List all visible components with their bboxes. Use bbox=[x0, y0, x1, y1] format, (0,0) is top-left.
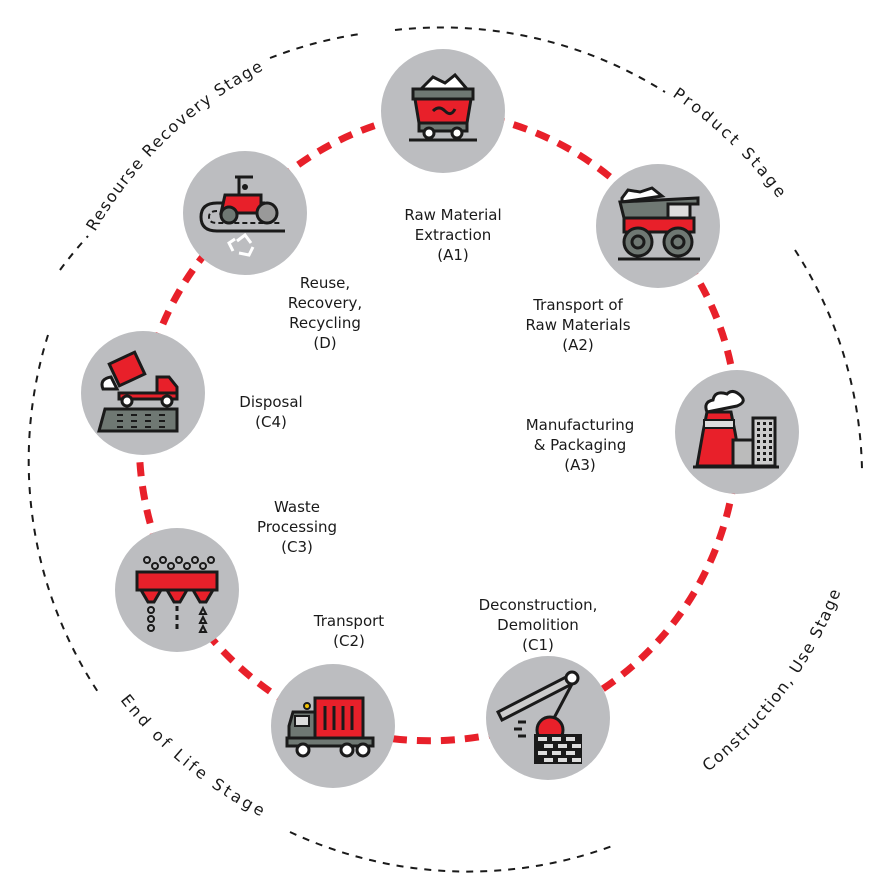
lifecycle-node-C1: Deconstruction, Demolition (C1) bbox=[479, 596, 610, 780]
node-label-line: (C4) bbox=[255, 413, 287, 431]
factory-icon bbox=[693, 389, 779, 469]
lifecycle-node-C4: Disposal (C4) bbox=[81, 331, 303, 455]
node-label-line: Recovery, bbox=[288, 294, 362, 312]
node-label-line: Recycling bbox=[289, 314, 361, 332]
node-label-line: (C3) bbox=[281, 538, 313, 556]
outer-ring-segment-top-right bbox=[394, 26, 666, 93]
stage-label-end-of-life: End of Life Stage bbox=[117, 691, 271, 822]
outer-stage-ring bbox=[27, 26, 863, 873]
node-label-line: (C1) bbox=[522, 636, 554, 654]
node-label-C1: Deconstruction, Demolition (C1) bbox=[479, 596, 598, 654]
node-label-line: Transport of bbox=[532, 296, 623, 314]
node-label-line: Processing bbox=[257, 518, 337, 536]
node-label-line: Deconstruction, bbox=[479, 596, 598, 614]
node-label-A3: Manufacturing & Packaging (A3) bbox=[526, 416, 635, 474]
node-label-line: Raw Material bbox=[404, 206, 501, 224]
node-label-C2: Transport (C2) bbox=[313, 612, 385, 650]
outer-ring-segment-top-left bbox=[59, 235, 89, 271]
node-label-line: Raw Materials bbox=[525, 316, 630, 334]
road-roller-recycle-icon bbox=[199, 175, 285, 257]
garbage-truck-icon bbox=[285, 696, 375, 758]
wrecking-ball-icon bbox=[495, 670, 582, 764]
node-label-line: Extraction bbox=[415, 226, 492, 244]
node-circle bbox=[675, 370, 799, 494]
outer-ring-segment-right bbox=[794, 249, 863, 471]
node-label-line: Disposal bbox=[239, 393, 302, 411]
node-label-line: Manufacturing bbox=[526, 416, 635, 434]
stage-label-construction-use: Construction, Use Stage bbox=[699, 585, 845, 775]
node-label-line: Demolition bbox=[497, 616, 579, 634]
node-label-D: Reuse, Recovery, Recycling (D) bbox=[288, 274, 362, 352]
landfill-truck-icon bbox=[97, 350, 179, 433]
lifecycle-node-D: Reuse, Recovery, Recycling (D) bbox=[183, 151, 362, 352]
waste-sorter-icon bbox=[135, 556, 219, 633]
node-label-line: (C2) bbox=[333, 632, 365, 650]
node-label-line: (A1) bbox=[437, 246, 469, 264]
outer-ring-segment-left bbox=[27, 334, 101, 696]
lifecycle-node-A2: Transport of Raw Materials (A2) bbox=[525, 164, 720, 354]
mine-cart-icon bbox=[409, 72, 477, 142]
node-label-line: (A3) bbox=[564, 456, 596, 474]
node-label-line: Transport bbox=[313, 612, 385, 630]
node-label-line: Waste bbox=[274, 498, 320, 516]
node-label-line: (D) bbox=[313, 334, 336, 352]
node-label-C4: Disposal (C4) bbox=[239, 393, 302, 431]
node-label-line: Reuse, bbox=[300, 274, 350, 292]
outer-ring-segment-bottom bbox=[289, 831, 616, 873]
outer-ring-segment-top bbox=[269, 33, 361, 59]
node-label-line: (A2) bbox=[562, 336, 594, 354]
node-label-A2: Transport of Raw Materials (A2) bbox=[525, 296, 630, 354]
lifecycle-node-A3: Manufacturing & Packaging (A3) bbox=[526, 370, 799, 494]
lifecycle-node-C2: Transport (C2) bbox=[271, 612, 395, 788]
dump-truck-icon bbox=[618, 186, 700, 261]
node-label-line: & Packaging bbox=[534, 436, 627, 454]
